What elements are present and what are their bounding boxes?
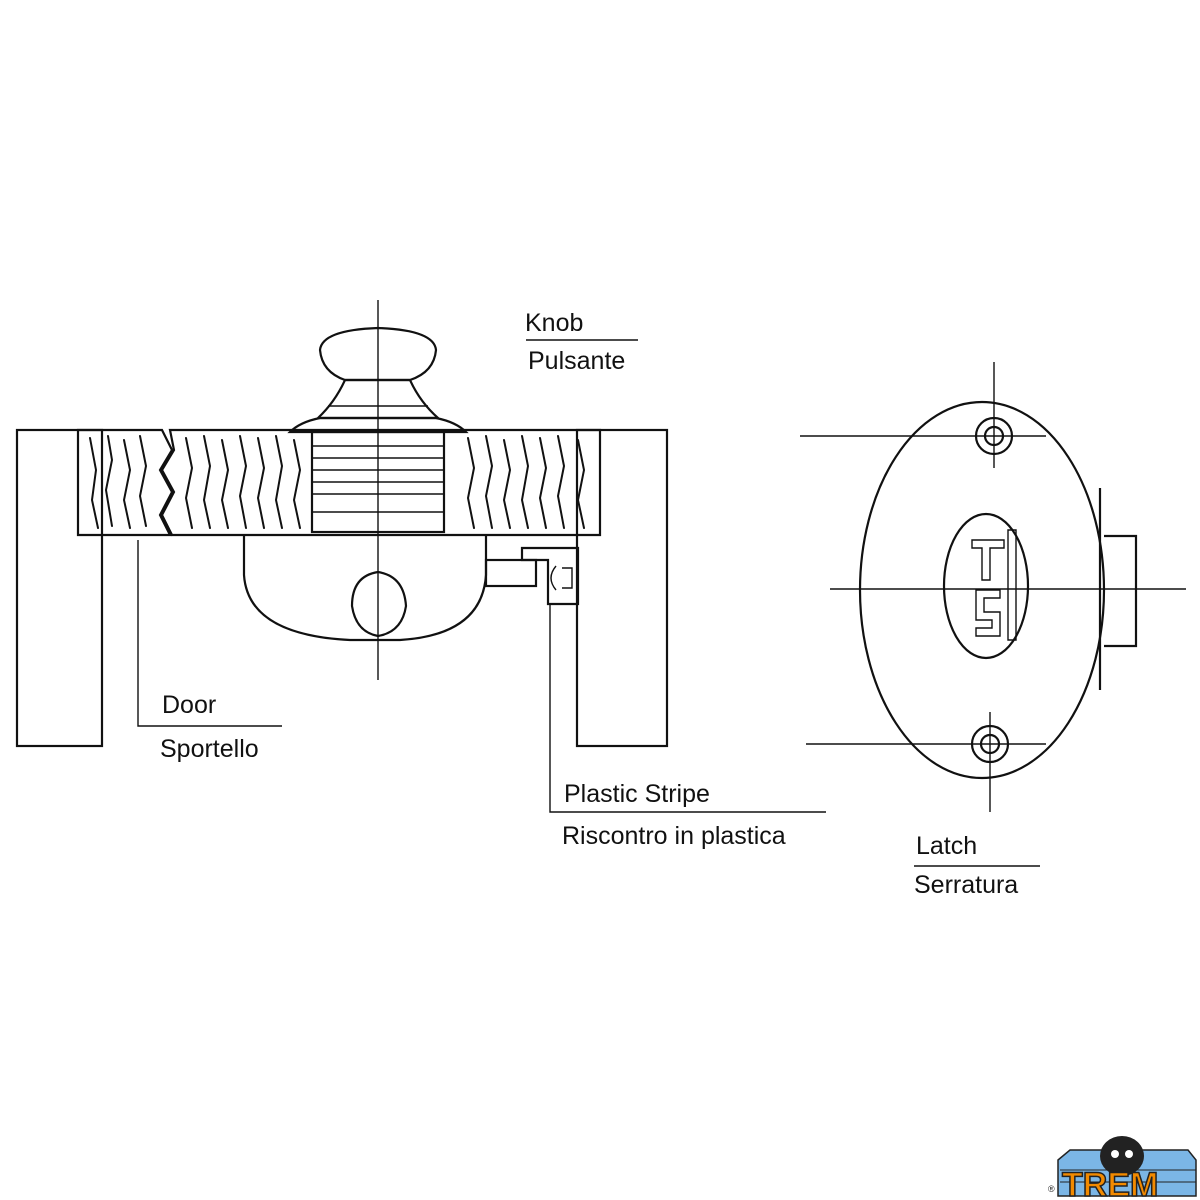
label-riscontro: Riscontro in plastica [562, 822, 786, 850]
left-frame-post [15, 428, 104, 748]
plastic-stripe-strike [520, 546, 580, 606]
front-latch-view [800, 362, 1186, 867]
wood-grain [89, 435, 586, 529]
keyhole [350, 570, 408, 638]
label-serratura: Serratura [914, 871, 1018, 899]
label-knob: Knob [525, 309, 583, 337]
ts-emblem-icon [971, 529, 1017, 641]
label-door: Door [162, 691, 216, 719]
label-pulsante: Pulsante [528, 347, 625, 375]
stripe-leader [549, 604, 826, 813]
door-panel [76, 428, 602, 537]
latch-bolt [484, 558, 538, 588]
logo-registered-mark: ® [1048, 1184, 1055, 1194]
latch-plate [858, 400, 1106, 780]
label-plastic-stripe: Plastic Stripe [564, 780, 710, 808]
side-section-view [15, 300, 826, 813]
label-sportello: Sportello [160, 735, 259, 763]
logo-text: TREM [1062, 1166, 1158, 1200]
octopus-icon [1100, 1136, 1144, 1176]
label-latch: Latch [916, 832, 977, 860]
latch-housing [242, 535, 538, 642]
emblem-oval [942, 512, 1030, 660]
right-frame-post [575, 428, 669, 748]
trem-logo: TREM ® [1048, 1136, 1197, 1200]
door-leader [137, 540, 282, 727]
